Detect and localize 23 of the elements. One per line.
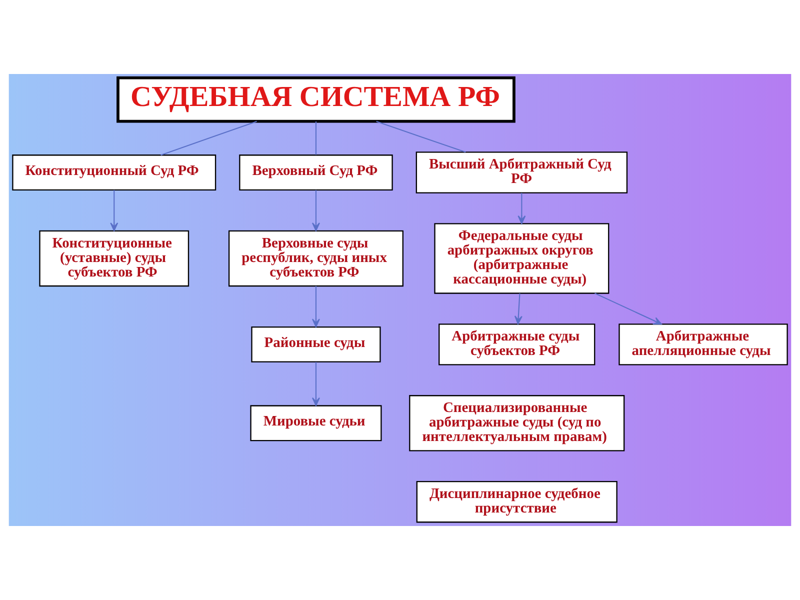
node-box: Верховный Суд РФ xyxy=(239,154,393,190)
node-box: Мировые судьи xyxy=(250,405,382,442)
arrow xyxy=(312,362,320,406)
arrow xyxy=(312,286,320,328)
node-box: СУДЕБНАЯ СИСТЕМА РФ xyxy=(116,76,516,123)
node-box: Дисциплинарное судебное присутствие xyxy=(416,481,618,523)
arrow xyxy=(514,293,522,324)
node-box: Федеральные суды арбитражных округов (арбитражные кассационные суды) xyxy=(434,223,610,294)
node-box: Конституционные (уставные) суды субъектов РФ xyxy=(39,230,190,287)
node-box: Высший Арбитражный Суд РФ xyxy=(416,152,628,194)
connector xyxy=(376,120,466,153)
node-box: Верховные суды республик, суды иных субъектов РФ xyxy=(228,230,404,287)
arrow xyxy=(110,190,118,232)
arrow xyxy=(312,190,320,232)
node-box: Специализированные арбитражные суды (суд по интеллектуальным правам) xyxy=(409,395,625,452)
node-box: Конституционный Суд РФ xyxy=(12,154,216,190)
connector xyxy=(160,120,257,156)
node-box: Арбитражные апелляционные суды xyxy=(618,324,788,366)
connector xyxy=(315,121,316,155)
arrow xyxy=(594,292,662,325)
node-box: Районные суды xyxy=(251,326,381,362)
node-box: Арбитражные суды субъектов РФ xyxy=(438,324,596,366)
arrow xyxy=(518,192,526,224)
